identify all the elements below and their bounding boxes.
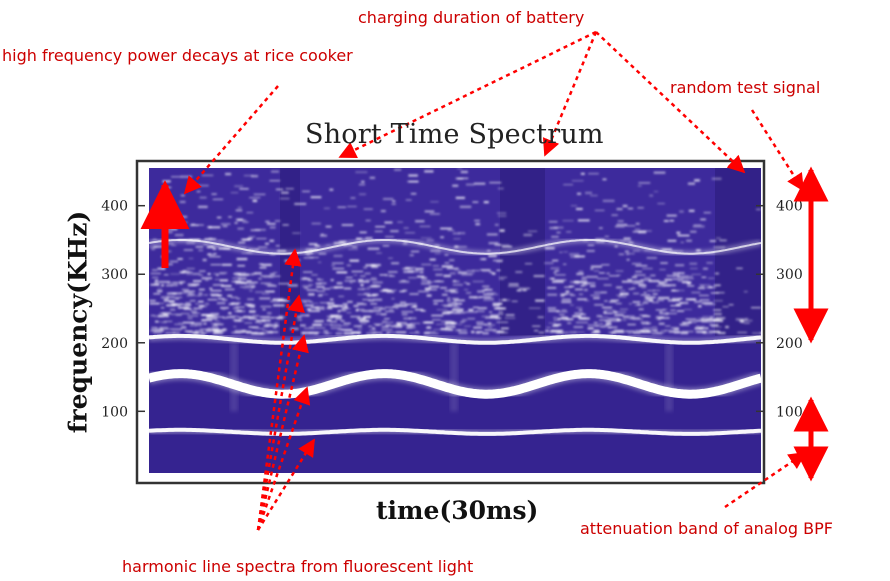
y-tick-label-right-300: 300 (776, 267, 803, 283)
transient-streak-1 (450, 342, 458, 412)
annotation-arrows (140, 30, 829, 531)
transient-streak-0 (230, 342, 238, 412)
harmonic-pointer-5 (256, 438, 316, 531)
annotation-random-signal: random test signal (670, 78, 821, 97)
y-tick-label-left-200: 200 (101, 336, 128, 352)
annotation-harmonic: harmonic line spectra from fluorescent l… (122, 557, 474, 576)
chart-title: Short Time Spectrum (305, 119, 604, 150)
x-axis-label: time(30ms) (376, 496, 539, 525)
series-line-3 (149, 239, 761, 255)
harmonic-pointer-3 (256, 334, 309, 531)
charging-pointer-3 (595, 31, 746, 174)
y-tick-label-left-300: 300 (101, 267, 128, 283)
series-line-1 (149, 427, 761, 436)
annotation-attenuation: attenuation band of analog BPF (580, 519, 833, 538)
y-tick-label-right-400: 400 (776, 199, 803, 215)
annotation-rice-cooker: high frequency power decays at rice cook… (2, 46, 353, 65)
y-axis-left: 100 200 300 400 (101, 199, 145, 420)
y-axis-label: frequency(KHz) (63, 210, 93, 434)
y-tick-label-right-100: 100 (776, 404, 803, 420)
spectrogram (149, 168, 761, 473)
charging-pointer-2 (542, 31, 598, 157)
attenuation-pointer (724, 451, 807, 509)
y-tick-label-left-100: 100 (101, 404, 128, 420)
y-tick-label-right-200: 200 (776, 336, 803, 352)
transient-streak-2 (665, 342, 673, 412)
annotation-charging: charging duration of battery (358, 8, 585, 27)
series-line-2 (149, 333, 761, 345)
y-tick-label-left-400: 400 (101, 199, 128, 215)
random-test-signal-noise (149, 168, 761, 335)
harmonic-pointer-4 (256, 386, 311, 531)
